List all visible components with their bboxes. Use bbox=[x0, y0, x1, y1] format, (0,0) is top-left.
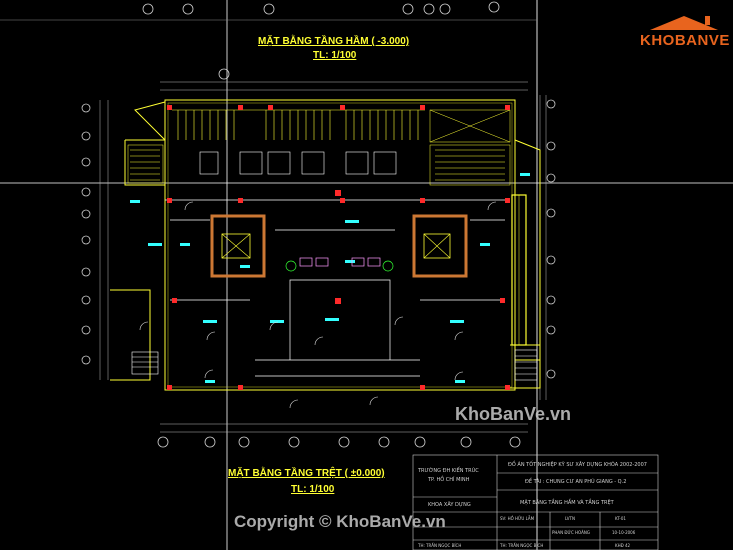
grid-bubbles-top bbox=[142, 1, 500, 80]
tb-school-line2: TP. HỒ CHÍ MINH bbox=[428, 477, 470, 483]
tb-school-line1: TRƯỜNG ĐH KIẾN TRÚC bbox=[418, 468, 479, 474]
door-swings bbox=[139, 201, 497, 409]
parking-stripes bbox=[172, 109, 425, 140]
copyright-watermark: Copyright © KhoBanVe.vn bbox=[234, 512, 446, 531]
furniture bbox=[285, 257, 394, 272]
title-block bbox=[412, 454, 659, 550]
tb-row-b-1: TH: TRẦN NGỌC BÍCH bbox=[418, 543, 462, 548]
tb-row-a-2: LVTN bbox=[565, 516, 575, 521]
tb-sheet-title: MẶT BẰNG TẦNG HẦM VÀ TẦNG TRỆT bbox=[520, 500, 614, 506]
basement-car-bays bbox=[199, 151, 397, 175]
logo-text: KHOBANVE bbox=[640, 32, 730, 49]
tb-row-b-4: 10-10-2006 bbox=[612, 530, 636, 535]
building-walls bbox=[110, 99, 541, 391]
entry-stairs bbox=[131, 349, 538, 381]
dimension-lines bbox=[99, 81, 547, 433]
house-icon bbox=[650, 16, 718, 30]
basement-plan-scale: TL: 1/100 bbox=[313, 50, 357, 61]
site-watermark: KhoBanVe.vn bbox=[455, 404, 572, 424]
tb-faculty: KHOA XÂY DỰNG bbox=[428, 502, 471, 508]
ground-plan-scale: TL: 1/100 bbox=[291, 484, 335, 495]
tb-project-line: ĐỒ ÁN TỐT NGHIỆP KỸ SƯ XÂY DỰNG KHÓA 200… bbox=[508, 462, 647, 468]
tb-row-b-2: TH: TRẦN NGỌC BÍCH bbox=[500, 543, 544, 548]
ground-plan-title: MẶT BẰNG TẦNG TRỆT ( ±0.000) bbox=[228, 468, 385, 479]
room-tags bbox=[130, 173, 530, 383]
elevator-cores bbox=[210, 214, 468, 278]
tb-row-b-3: PHAN ĐỨC HOÀNG bbox=[552, 530, 590, 535]
tb-row-b-5: KHĐ 42 bbox=[615, 543, 631, 548]
grid-bubbles-right bbox=[546, 99, 556, 379]
tb-row-a-3: KT-01 bbox=[615, 516, 626, 521]
ground-floor-partitions bbox=[165, 199, 510, 377]
structural-columns bbox=[167, 105, 510, 390]
tb-row-a-1: SV: HỒ HỮU LẪM bbox=[500, 516, 535, 521]
grid-bubbles-left bbox=[81, 103, 91, 365]
grid-bubbles-bottom bbox=[157, 436, 521, 448]
tb-topic: ĐỀ TÀI : CHUNG CƯ AN PHÚ GIANG - Q.2 bbox=[525, 479, 627, 485]
right-corridor bbox=[511, 194, 527, 346]
basement-plan-title: MẶT BẰNG TẦNG HẦM ( -3.000) bbox=[258, 36, 410, 47]
ramps bbox=[127, 109, 511, 186]
brand-logo: KHOBANVE bbox=[640, 22, 729, 49]
